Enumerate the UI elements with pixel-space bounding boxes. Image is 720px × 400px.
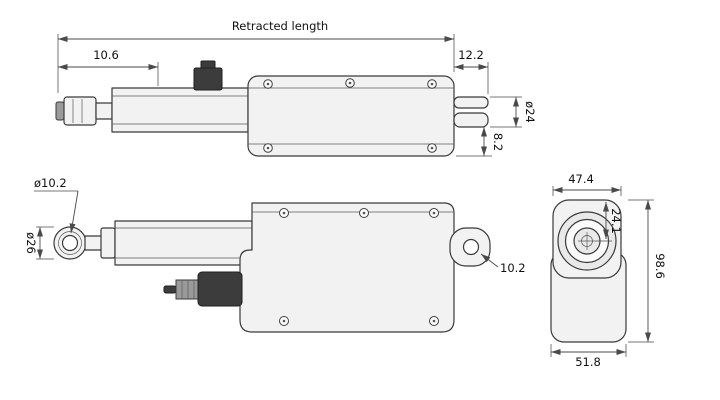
side-view: ø10.2 ø26 10.2 bbox=[24, 176, 526, 333]
screw-detail bbox=[279, 208, 439, 326]
side-view-dimensions: ø10.2 ø26 10.2 bbox=[24, 176, 526, 275]
rod-tip bbox=[55, 101, 65, 121]
dim-label-center-offset: 24.1 bbox=[609, 208, 623, 234]
dim-label-height: 98.6 bbox=[653, 253, 667, 279]
mount-hole bbox=[462, 238, 480, 256]
gearbox-housing bbox=[247, 75, 455, 157]
top-connector bbox=[193, 67, 223, 91]
rod bbox=[84, 235, 104, 251]
dim-label-rear-clevis-length: 12.2 bbox=[458, 48, 484, 62]
side-view-actuator bbox=[53, 202, 491, 333]
dim-label-mount-hole: 10.2 bbox=[500, 261, 526, 275]
leader-line-mount-hole bbox=[480, 253, 499, 268]
rod-end-hole bbox=[61, 234, 79, 252]
end-view: 47.4 24.1 98.6 51.8 bbox=[550, 172, 667, 369]
dim-label-top-width: 47.4 bbox=[568, 172, 594, 186]
dim-label-rod-end-od: ø26 bbox=[24, 232, 38, 254]
cable bbox=[163, 285, 177, 294]
motor-housing bbox=[239, 202, 455, 333]
dim-label-rear-offset: 8.2 bbox=[491, 133, 505, 151]
rod-collar bbox=[100, 227, 116, 259]
leader-line-rod-end-hole bbox=[69, 190, 79, 234]
rear-clevis-prong-bottom bbox=[453, 112, 489, 128]
dim-label-bottom-width: 51.8 bbox=[575, 355, 601, 369]
end-view-dimensions: 47.4 24.1 98.6 51.8 bbox=[550, 172, 667, 369]
rear-clevis-prong-top bbox=[453, 96, 489, 109]
dim-label-front-length: 10.6 bbox=[93, 48, 119, 62]
dim-label-retracted-length: Retracted length bbox=[232, 19, 328, 33]
outer-tube bbox=[114, 220, 253, 266]
dim-label-rod-end-hole: ø10.2 bbox=[34, 176, 67, 190]
outer-tube bbox=[111, 87, 249, 133]
top-view-actuator bbox=[55, 60, 489, 157]
top-view: Retracted length 10.6 12.2 ø24 8.2 bbox=[55, 19, 537, 157]
dim-label-rear-clevis-od: ø24 bbox=[523, 101, 537, 123]
end-view-actuator bbox=[550, 199, 627, 343]
top-view-dimensions: Retracted length 10.6 12.2 ø24 8.2 bbox=[57, 19, 537, 157]
front-clevis bbox=[63, 96, 97, 126]
cable-gland bbox=[197, 271, 243, 307]
screw-detail bbox=[263, 78, 437, 153]
rod bbox=[95, 102, 113, 120]
